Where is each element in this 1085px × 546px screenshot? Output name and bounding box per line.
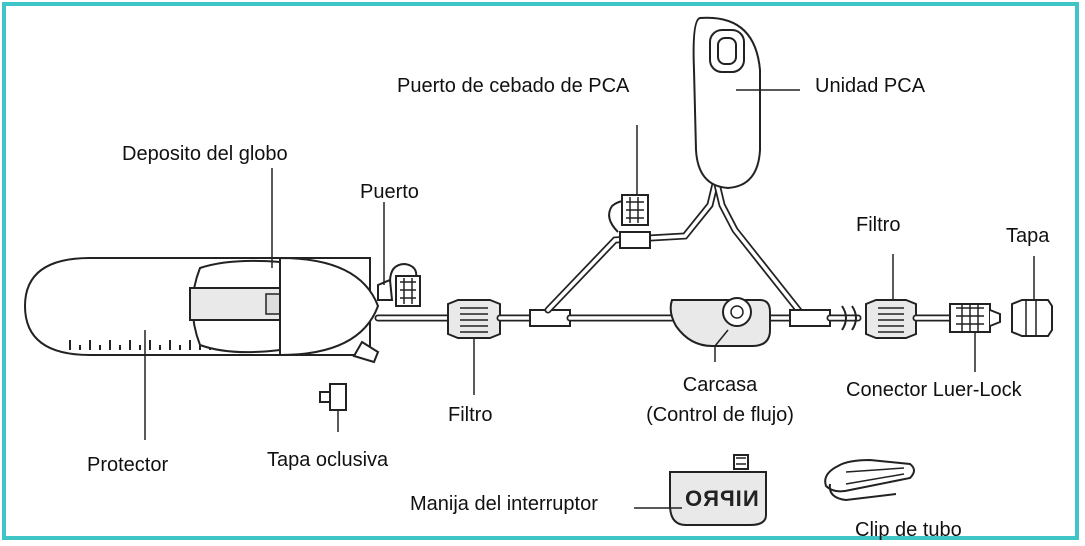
nipro-logo: NIPRO bbox=[684, 486, 759, 511]
label-balloon-reservoir: Deposito del globo bbox=[122, 143, 288, 165]
occlusive-cap-drawing bbox=[319, 383, 347, 432]
label-pca-unit: Unidad PCA bbox=[815, 75, 926, 97]
pca-branch-right bbox=[712, 176, 804, 316]
label-luer-lock: Conector Luer-Lock bbox=[846, 379, 1022, 401]
label-housing: Carcasa (Control de flujo) bbox=[620, 370, 820, 430]
tube-clip-drawing bbox=[824, 458, 915, 502]
reservoir-dome bbox=[279, 256, 380, 357]
tip-cap bbox=[1011, 299, 1053, 337]
label-housing-line2: (Control de flujo) bbox=[646, 404, 794, 426]
label-protector: Protector bbox=[87, 454, 169, 476]
right-filter bbox=[865, 299, 917, 339]
priming-port-junction bbox=[619, 231, 651, 249]
port-body bbox=[377, 278, 394, 301]
label-switch-handle: Manija del interruptor bbox=[410, 493, 598, 515]
label-housing-line1: Carcasa bbox=[682, 374, 758, 396]
label-cap: Tapa bbox=[1006, 225, 1050, 247]
switch-handle-drawing bbox=[634, 454, 767, 526]
label-tube-clip: Clip de tubo bbox=[855, 519, 962, 541]
port-cap bbox=[395, 275, 421, 307]
left-filter bbox=[447, 299, 501, 339]
label-filter-right: Filtro bbox=[856, 214, 901, 236]
label-occlusive-cap: Tapa oclusiva bbox=[267, 449, 389, 471]
label-pca-priming-port: Puerto de cebado de PCA bbox=[397, 75, 630, 97]
label-filter-left: Filtro bbox=[448, 404, 493, 426]
label-port: Puerto bbox=[360, 181, 419, 203]
